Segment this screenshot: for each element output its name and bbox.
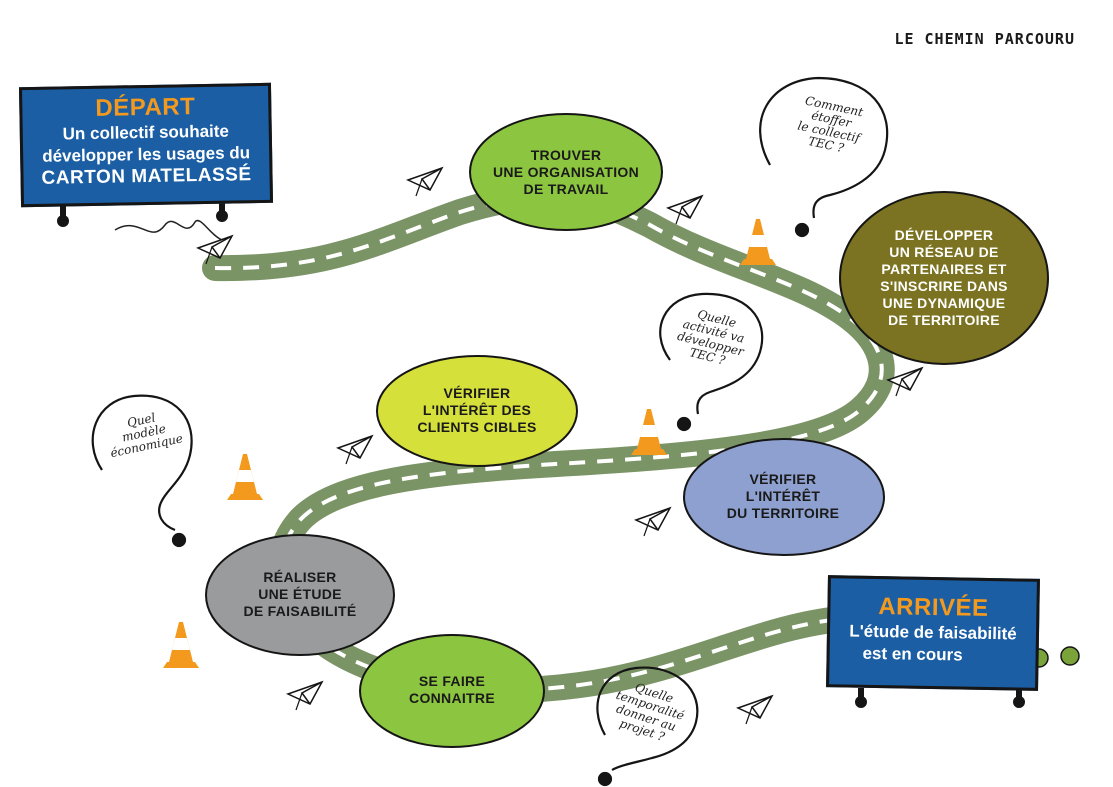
step-line: VÉRIFIER (443, 384, 511, 401)
question-mark-bubble-icon (759, 76, 889, 219)
start-sign-line-3: CARTON MATELASSÉ (41, 164, 252, 189)
question-mark-bubble-icon (659, 292, 764, 415)
snail-icon (676, 416, 692, 432)
step-line: TROUVER (530, 146, 602, 163)
snail-icon (171, 532, 187, 548)
step-line: DÉVELOPPER (894, 227, 994, 243)
finish-sign-line-2: est en cours (862, 643, 963, 665)
step-line: DE FAISABILITÉ (243, 602, 357, 619)
paper-plane-icon (287, 681, 323, 711)
step-1-label: TROUVER UNE ORGANISATION DE TRAVAIL (476, 134, 656, 210)
scribble-line (114, 219, 223, 241)
step-6-shape (359, 634, 545, 748)
question-mark-bubble-icon (91, 394, 193, 532)
step-line: UNE DYNAMIQUE (882, 295, 1006, 311)
step-2-label: DÉVELOPPER UN RÉSEAU DE PARTENAIRES ET S… (846, 208, 1042, 348)
step-4-shape (376, 355, 578, 467)
step-line: DE TRAVAIL (523, 180, 609, 197)
step-line: UN RÉSEAU DE (889, 244, 999, 260)
finish-sign-line-1: L'étude de faisabilité (849, 621, 1017, 644)
question-mark-bubble-icon (596, 666, 699, 771)
step-1-shape (469, 113, 663, 231)
step-line: DE TERRITOIRE (888, 312, 1000, 328)
traffic-cone-icon (163, 622, 199, 668)
paper-plane-icon (635, 507, 671, 537)
step-line: L'INTÉRÊT (745, 487, 821, 504)
step-line: S'INSCRIRE DANS (880, 278, 1008, 294)
paper-plane-icon (337, 435, 373, 465)
step-line: SE FAIRE (418, 673, 486, 689)
step-line: VÉRIFIER (749, 470, 817, 487)
step-line: PARTENAIRES ET (881, 261, 1007, 277)
paper-plane-icon (737, 695, 773, 725)
step-6-label: SE FAIRE CONNAITRE (364, 660, 540, 720)
finish-sign-title: ARRIVÉE (878, 593, 989, 622)
step-line: L'INTÉRÊT DES (422, 401, 532, 418)
step-4-label: VÉRIFIER L'INTÉRÊT DES CLIENTS CIBLES (384, 372, 570, 448)
step-5-shape (205, 534, 395, 656)
step-line: UNE ÉTUDE (258, 585, 342, 602)
question-bubbles (91, 76, 889, 787)
step-3-shape (683, 438, 885, 556)
paper-plane-icon (667, 195, 703, 225)
step-5-label: RÉALISER UNE ÉTUDE DE FAISABILITÉ (212, 556, 388, 632)
step-line: CONNAITRE (409, 690, 495, 706)
start-sign-posts (57, 200, 228, 227)
snail-icon (597, 771, 613, 787)
traffic-cone-icon (227, 454, 263, 500)
start-sign: DÉPART Un collectif souhaite développer … (18, 82, 274, 208)
step-line: DU TERRITOIRE (726, 504, 840, 521)
step-3-label: VÉRIFIER L'INTÉRÊT DU TERRITOIRE (690, 458, 876, 534)
finish-sign-posts (855, 688, 1025, 708)
step-line: RÉALISER (263, 568, 337, 585)
finish-sign: ARRIVÉE L'étude de faisabilité est en co… (826, 575, 1040, 691)
step-line: UNE ORGANISATION (492, 163, 640, 180)
step-line: CLIENTS CIBLES (417, 418, 537, 435)
step-ellipses (205, 113, 1049, 748)
snail-icon (1060, 646, 1080, 666)
step-2-shape (839, 191, 1049, 365)
page-title: LE CHEMIN PARCOURU (894, 30, 1075, 48)
start-sign-title: DÉPART (95, 93, 196, 122)
snail-icon (794, 222, 810, 238)
paper-plane-icon (407, 167, 443, 197)
